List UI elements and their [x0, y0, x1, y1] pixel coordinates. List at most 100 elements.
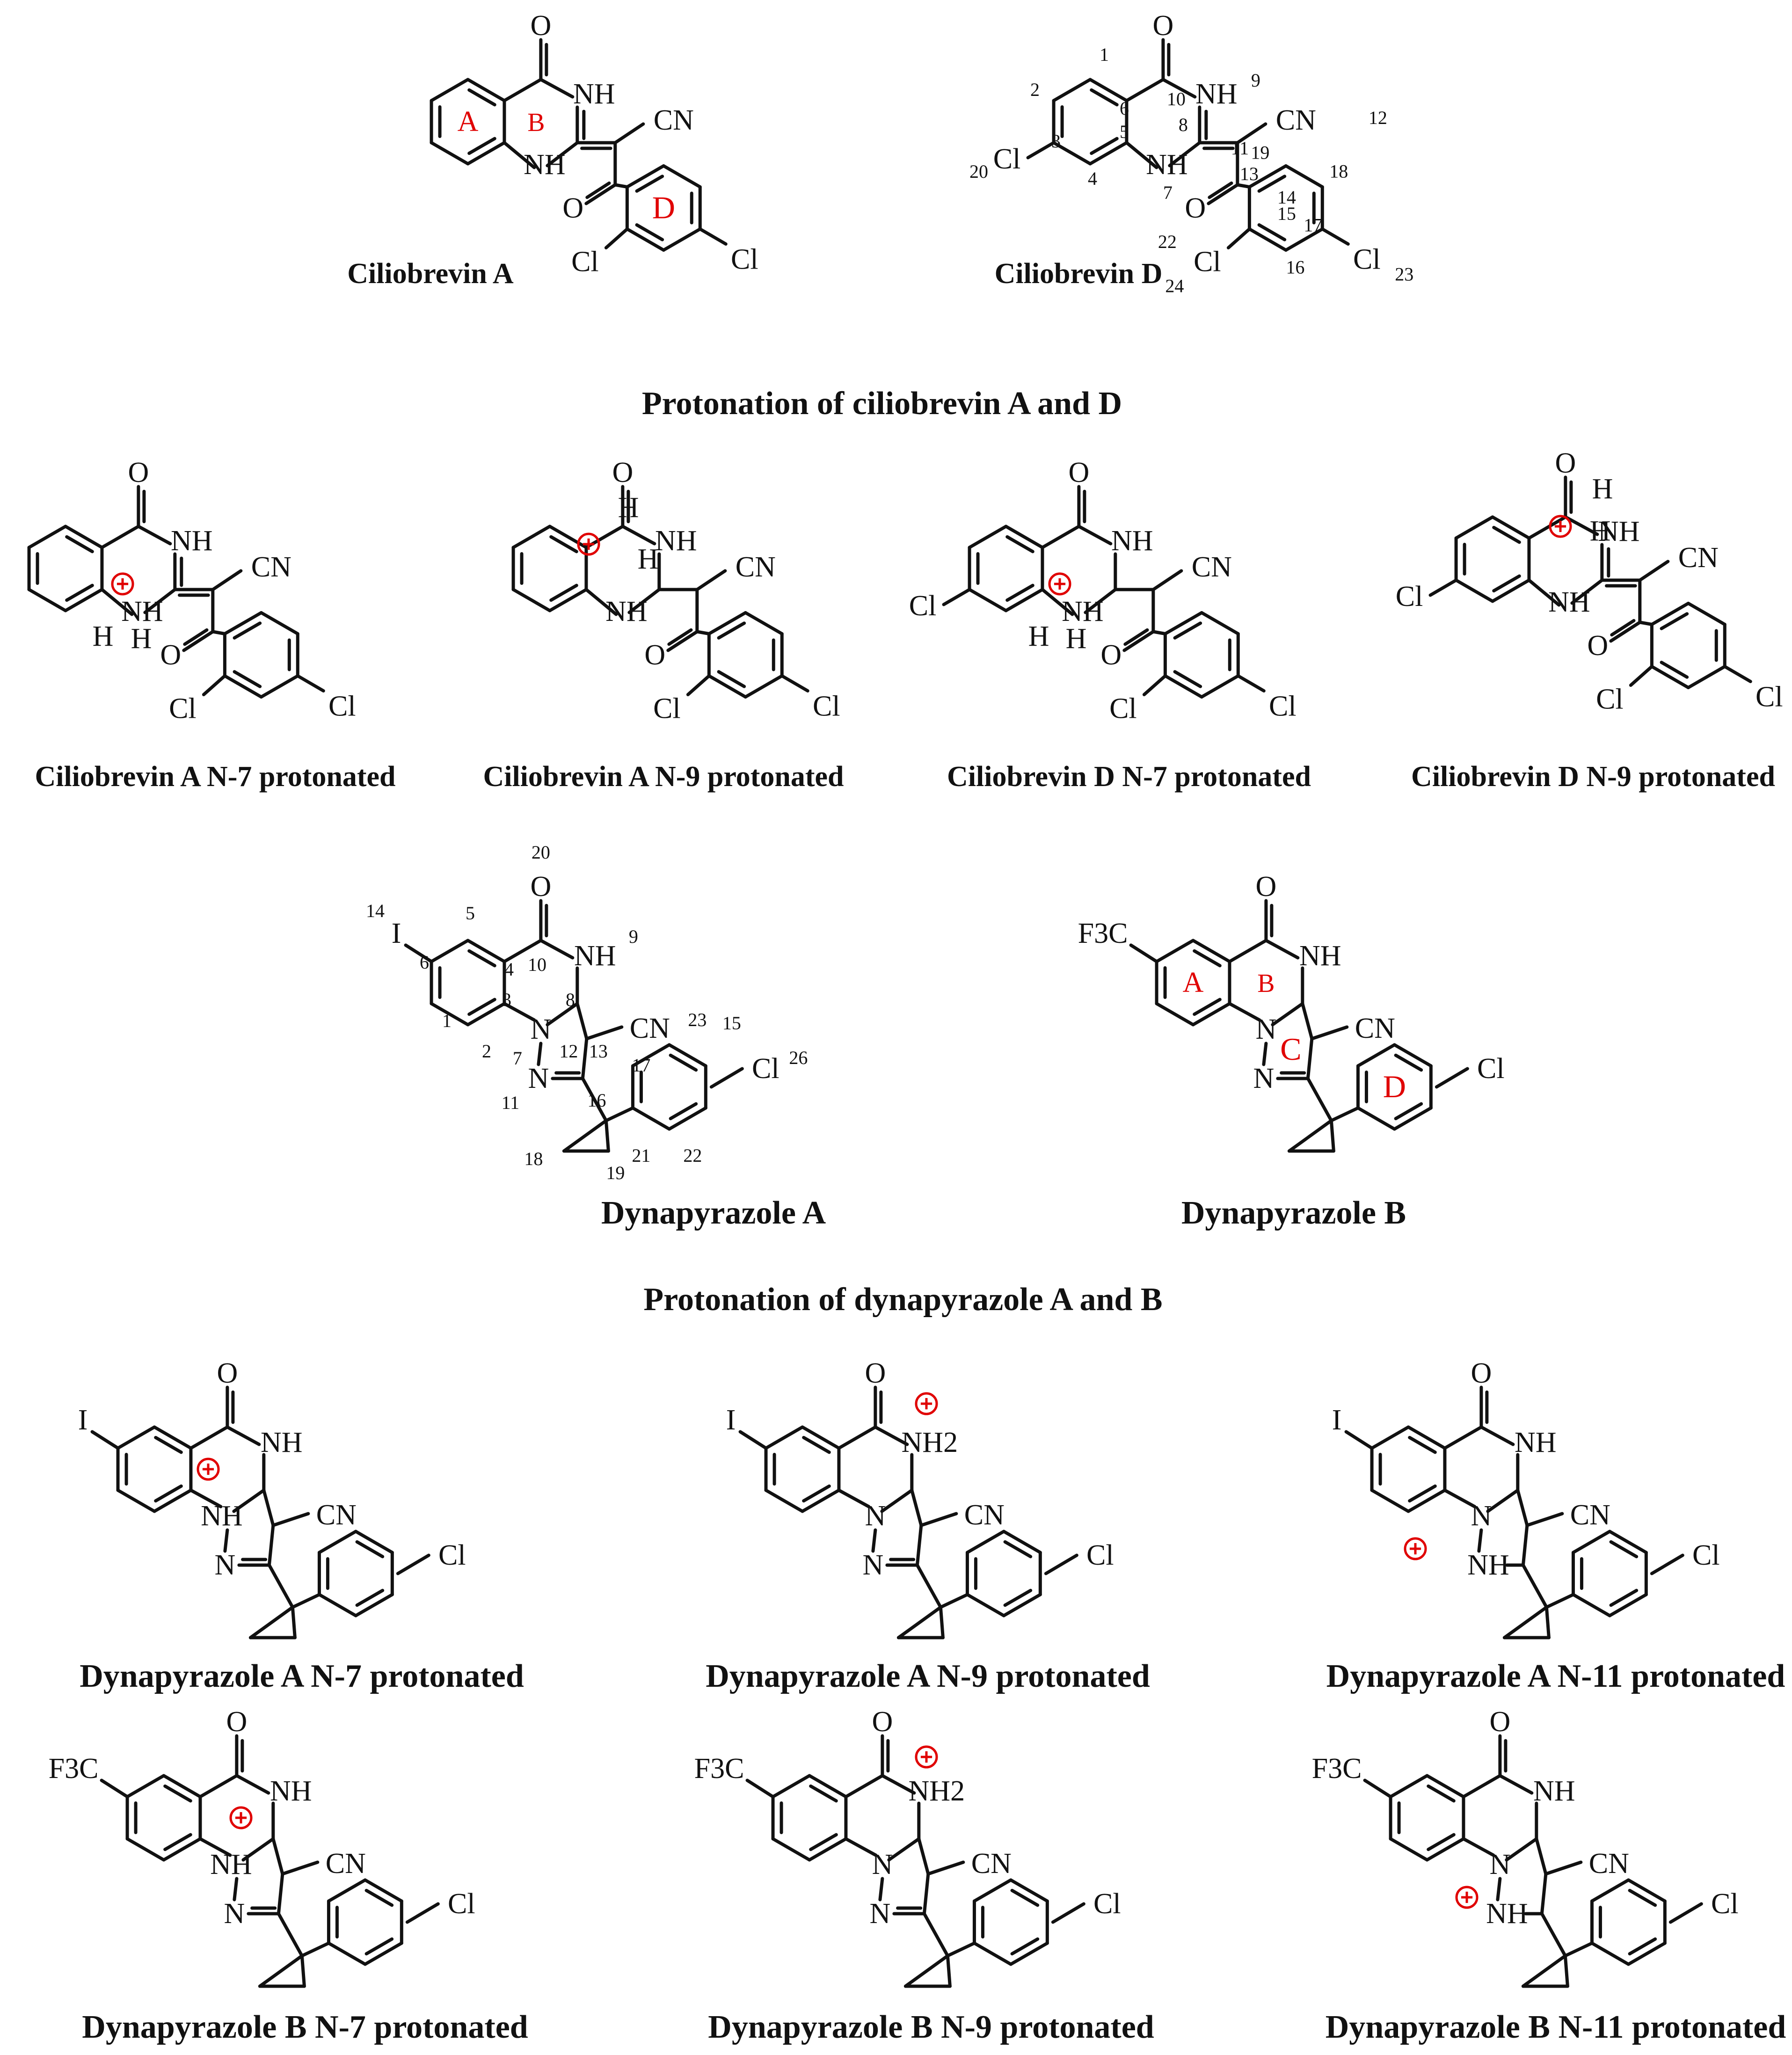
bond: [613, 183, 629, 189]
ring-a-bond: [968, 525, 1008, 549]
atom-number: 14: [1277, 187, 1296, 208]
atom-number: 5: [1120, 121, 1129, 142]
ring-d-bond: [1590, 1878, 1630, 1903]
ring-a-bond: [116, 1425, 156, 1450]
ring-double-bond: [233, 621, 262, 640]
ring-double-bond: [549, 535, 578, 554]
bond: [695, 630, 711, 635]
ring-d-bond: [1009, 1941, 1049, 1966]
chlorine-label: Cl: [653, 693, 681, 725]
ring-d-bond: [1247, 227, 1288, 252]
oxygen-label: O: [160, 639, 181, 671]
bond: [1540, 1872, 1548, 1916]
atom-number: 1: [442, 1010, 452, 1031]
ring-a-bond: [1425, 1837, 1465, 1862]
atom-number: 17: [1304, 215, 1322, 236]
bond: [198, 1837, 232, 1857]
ring-double-bond: [635, 223, 664, 241]
positive-charge-icon: [577, 532, 600, 556]
bond: [1443, 1425, 1483, 1450]
ring-double-bond: [1660, 612, 1689, 630]
ring-double-bond: [1492, 525, 1521, 544]
atom-number: 22: [1158, 231, 1177, 252]
ring-a-bond: [64, 525, 104, 549]
bond: [267, 1563, 294, 1609]
bond: [917, 1837, 930, 1876]
oxygen-label: O: [1587, 630, 1608, 662]
chlorine-label: Cl: [571, 246, 599, 278]
bond: [1044, 1553, 1078, 1575]
ring-double-bond: [467, 137, 496, 155]
chlorine-label: Cl: [438, 1539, 466, 1571]
bond: [939, 1593, 969, 1609]
ring-a-bond: [1491, 515, 1531, 540]
bond: [1236, 183, 1251, 189]
ring-a-bond: [1406, 1425, 1447, 1450]
hydrogen-label: H: [93, 620, 114, 652]
name-ciliobrevin-a-n7: Ciliobrevin A N-7 protonated: [35, 761, 395, 793]
ring-a-bond: [1052, 78, 1092, 102]
bond: [1540, 1912, 1567, 1958]
bond: [942, 588, 971, 606]
name-dynapyrazole-b-n9: Dynapyrazole B N-9 protonated: [708, 2009, 1154, 2045]
bond: [1462, 1837, 1495, 1857]
bond: [1306, 1077, 1333, 1122]
bond: [189, 1488, 223, 1508]
carbonyl-bond: [182, 630, 215, 652]
bond: [503, 939, 543, 963]
atom-number: 5: [466, 903, 475, 924]
bond: [1077, 525, 1113, 546]
nh-label: NH: [655, 525, 697, 557]
positive-charge-icon: [111, 572, 134, 596]
ring-double-bond: [154, 1484, 183, 1503]
nh-label: NH: [1598, 516, 1640, 547]
ring-a-bond: [1425, 1774, 1465, 1799]
atom-number: 8: [1179, 114, 1188, 135]
ring-a-bond: [116, 1488, 156, 1513]
bond: [1041, 588, 1074, 616]
bond: [1535, 1837, 1548, 1876]
chlorine-label: Cl: [731, 244, 758, 276]
nh-label: NH: [1515, 1427, 1557, 1458]
bond: [232, 1488, 266, 1513]
bond: [503, 1002, 536, 1022]
bond: [291, 1593, 321, 1609]
name-ciliobrevin-d: Ciliobrevin D: [995, 258, 1163, 290]
ring-d-bond: [1284, 164, 1324, 189]
chlorine-label: Cl: [1711, 1888, 1739, 1920]
bond: [1544, 1593, 1575, 1609]
atom-number: 23: [1395, 264, 1413, 285]
hydrogen-label: H: [638, 543, 659, 575]
oxygen-label: O: [128, 457, 149, 488]
bond: [537, 1042, 543, 1066]
trifluoromethyl-label: F3C: [694, 1753, 744, 1785]
ring-double-bond: [1090, 88, 1119, 107]
ring-d-bond: [972, 1941, 1013, 1966]
bond: [189, 1425, 229, 1450]
oxygen-label: O: [1471, 1357, 1492, 1389]
ring-d-bond: [223, 674, 263, 699]
cyano-label: CN: [1192, 551, 1232, 583]
nh-label: NH: [1299, 940, 1341, 972]
bond: [1723, 665, 1752, 683]
iodine-label: I: [392, 918, 401, 949]
name-dynapyrazole-a-n11: Dynapyrazole A N-11 protonated: [1326, 1658, 1785, 1694]
trifluoromethyl-label: F3C: [49, 1753, 99, 1785]
chlorine-label: Cl: [169, 693, 197, 725]
ring-d-bond: [259, 674, 299, 699]
ring-double-bond: [717, 670, 746, 688]
chlorine-label: Cl: [1093, 1888, 1121, 1920]
cyano-label: CN: [1276, 104, 1316, 136]
ring-label-d: D: [652, 190, 675, 226]
atom-number: 6: [420, 952, 429, 973]
bond: [198, 1774, 239, 1799]
atom-number: 8: [566, 989, 575, 1010]
n7-label: N: [1489, 1849, 1510, 1880]
oxygen-label: O: [1100, 639, 1122, 671]
oxygen-label: O: [1489, 1706, 1510, 1738]
ring-a-bond: [1454, 515, 1494, 540]
